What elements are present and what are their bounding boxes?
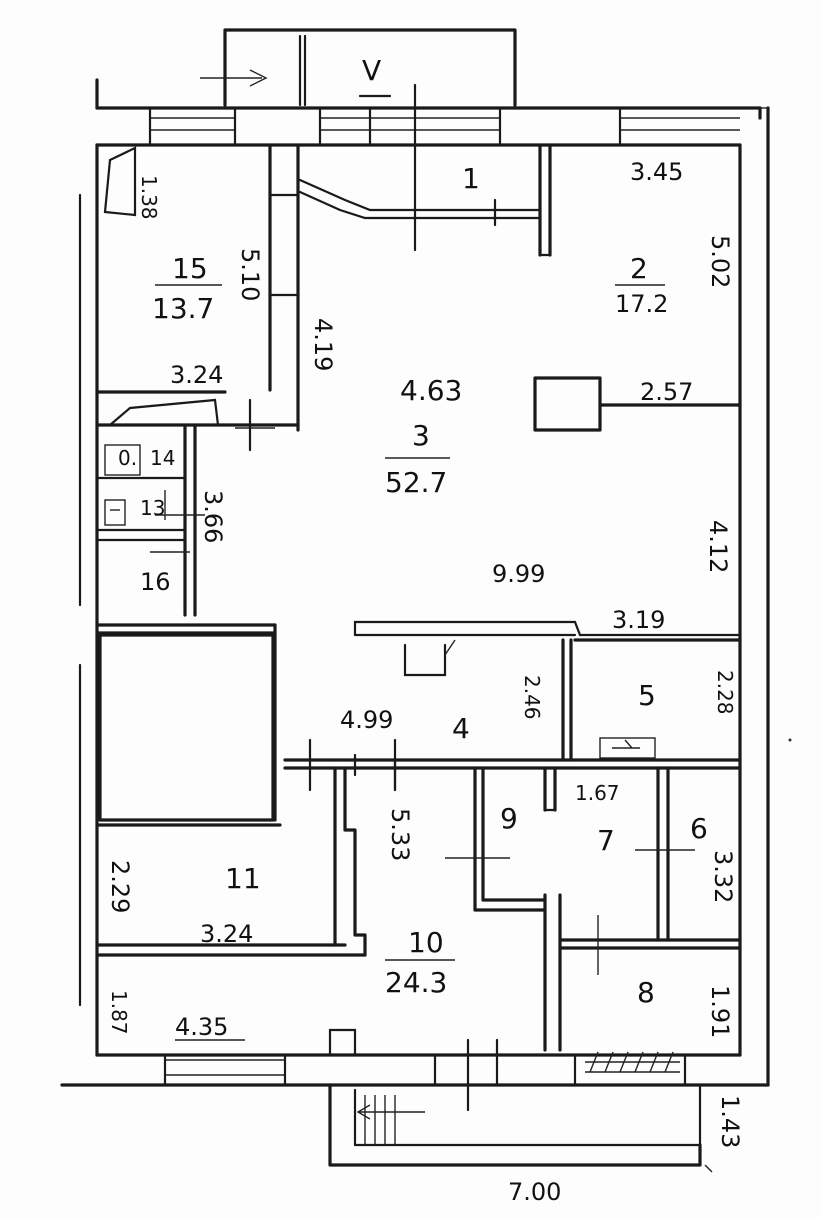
dim-2-28: 2.28	[713, 670, 737, 715]
top-entrance	[200, 28, 517, 107]
room-15-walls	[95, 143, 300, 452]
central-column	[533, 376, 742, 432]
dim-1-38: 1.38	[137, 175, 161, 220]
room-15-area: 13.7	[152, 292, 214, 325]
dim-5-33: 5.33	[386, 808, 414, 861]
lower-right-rooms	[445, 766, 742, 1052]
dim-5-10: 5.10	[236, 248, 264, 301]
dim-1-43: 1.43	[716, 1095, 744, 1148]
dim-3-19: 3.19	[612, 606, 665, 634]
room-15-number: 15	[172, 252, 208, 285]
room-2-number: 2	[630, 252, 648, 285]
room-labels: 1 2 17.2 3 52.7 4 5 6 7 8 9 10 24.3 11 1…	[140, 162, 708, 1009]
room-10-area: 24.3	[385, 966, 447, 999]
dim-4-19: 4.19	[309, 318, 337, 371]
room-1-number: 1	[462, 162, 480, 195]
room-4-number: 4	[452, 712, 470, 745]
dimension-labels: 1.38 3.45 5.10 5.02 4.19 3.24 4.63 2.57 …	[106, 158, 744, 1206]
dim-2-57: 2.57	[640, 378, 693, 406]
dim-1-91: 1.91	[706, 985, 734, 1038]
room-13-number: 13	[140, 496, 165, 520]
dim-2-29: 2.29	[106, 860, 134, 913]
dim-3-66: 3.66	[199, 490, 227, 543]
room-7-number: 7	[597, 824, 615, 857]
room-6-number: 6	[690, 812, 708, 845]
room-14-number: 14	[150, 446, 175, 470]
room-11-number: 11	[225, 862, 261, 895]
dim-9-99: 9.99	[492, 560, 545, 588]
room-3-number: 3	[412, 419, 430, 452]
dim-3-24-bot: 3.24	[200, 920, 253, 948]
dim-0-14: 0.	[118, 446, 137, 470]
left-wall	[60, 143, 770, 1087]
room-9-number: 9	[500, 802, 518, 835]
right-wall	[738, 106, 770, 1087]
dim-3-24-top: 3.24	[170, 361, 223, 389]
top-wall	[95, 78, 762, 252]
room-2-area: 17.2	[615, 290, 668, 318]
dim-2-46: 2.46	[520, 675, 544, 720]
middle-walls	[95, 620, 742, 827]
small-rooms-left	[95, 423, 205, 617]
north-mark: V	[362, 54, 381, 87]
room-16-number: 16	[140, 568, 171, 596]
dim-1-67: 1.67	[575, 781, 620, 805]
dim-4-99: 4.99	[340, 706, 393, 734]
dim-5-02: 5.02	[706, 235, 734, 288]
room-5-number: 5	[638, 679, 656, 712]
dim-3-32: 3.32	[709, 850, 737, 903]
dim-7-00: 7.00	[508, 1178, 561, 1206]
dim-4-63: 4.63	[400, 374, 462, 407]
room-3-area: 52.7	[385, 466, 447, 499]
dim-1-87: 1.87	[107, 990, 131, 1035]
dim-3-45: 3.45	[630, 158, 683, 186]
bottom-entrance	[328, 1038, 713, 1173]
dim-4-12: 4.12	[704, 520, 732, 573]
room-1-walls	[298, 143, 552, 257]
room-8-number: 8	[637, 976, 655, 1009]
dim-4-35: 4.35	[175, 1013, 228, 1041]
room-10-number: 10	[408, 926, 444, 959]
rooms-10-11	[95, 758, 397, 1057]
